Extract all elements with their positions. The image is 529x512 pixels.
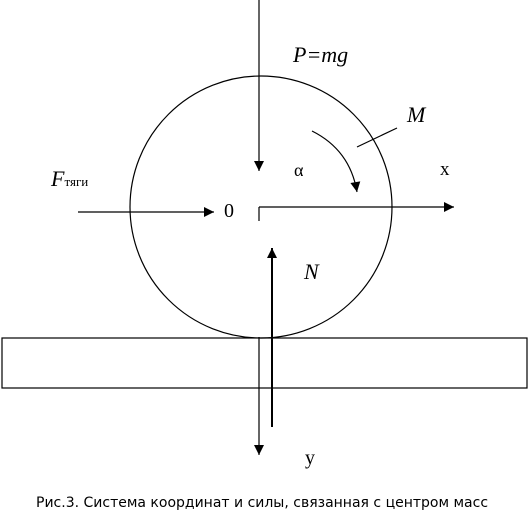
figure-caption: Рис.3. Система координат и силы, связанн…: [36, 495, 489, 511]
traction-label-main: F: [51, 166, 65, 191]
normal-force-label: N: [304, 259, 319, 284]
y-axis-label: y: [305, 447, 315, 469]
moment-label: M: [407, 102, 426, 127]
ground-surface: [1, 337, 528, 389]
moment-leader-line: [356, 127, 398, 148]
traction-label-sub: тяги: [64, 174, 89, 189]
moment-arc-arrow: [311, 130, 361, 193]
traction-label: Fтяги: [51, 168, 88, 190]
gravity-label: P=mg: [293, 42, 349, 67]
origin-label: 0: [224, 200, 234, 222]
alpha-label: α: [294, 160, 304, 180]
x-axis-label: x: [440, 159, 450, 180]
